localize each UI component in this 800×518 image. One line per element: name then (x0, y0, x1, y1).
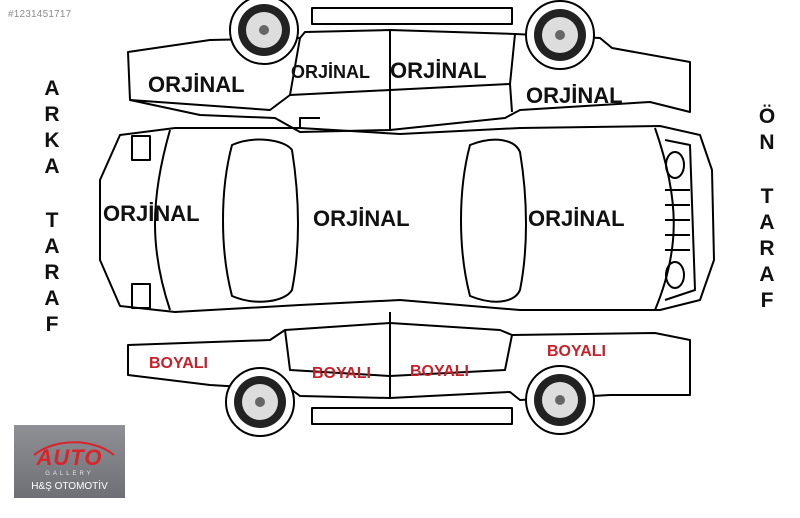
front-side-letter: A (759, 263, 775, 286)
front-side-letter (755, 158, 779, 186)
front-grille (664, 139, 696, 301)
wheel-bottom-left (225, 367, 295, 437)
label-hood: ORJİNAL (528, 206, 625, 231)
rear-side-letter: A (44, 235, 60, 258)
front-side-letter: N (759, 131, 775, 154)
top-view-body-outline (99, 125, 715, 313)
label-right-rear-door: BOYALI (312, 365, 371, 382)
left-side-lower-line (129, 94, 291, 111)
rear-side-letter: A (44, 287, 60, 310)
label-right-front-door: BOYALI (410, 363, 469, 380)
left-rocker-bar (311, 7, 513, 25)
rear-side-letter (40, 182, 64, 210)
label-left-front-fender: ORJİNAL (526, 83, 623, 108)
watermark-id: #1231451717 (8, 9, 72, 20)
logo-word: AUTO (36, 445, 103, 470)
rear-light-top (131, 135, 151, 161)
rear-side-letter: R (44, 261, 60, 284)
front-side-letter: A (759, 211, 775, 234)
rear-side-letter: F (45, 313, 59, 336)
logo-sub: GALLERY (45, 471, 94, 477)
front-side-letter: Ö (758, 105, 776, 128)
rear-side-letter: T (45, 209, 59, 232)
front-side-letter: F (760, 289, 774, 312)
wheel-top-left (229, 0, 299, 65)
front-side-letter: R (759, 237, 775, 260)
rear-side-letter: R (44, 103, 60, 126)
label-roof: ORJİNAL (313, 206, 410, 231)
headlight-top (665, 151, 685, 179)
car-silhouette-icon (33, 441, 115, 456)
grille-bars (665, 189, 690, 251)
front-side-letter: T (760, 185, 774, 208)
rear-side-letter: K (44, 129, 60, 152)
label-left-front-door: ORJİNAL (390, 58, 487, 83)
rear-side-letter: A (44, 77, 60, 100)
wheel-bottom-right (525, 365, 595, 435)
label-right-rear-fender: BOYALI (149, 355, 208, 372)
label-left-rear-door: ORJİNAL (291, 62, 370, 82)
rear-window (222, 138, 299, 303)
left-side-sill (509, 83, 513, 113)
left-mirror (299, 117, 320, 128)
hood-line (654, 127, 675, 311)
label-left-rear-fender: ORJİNAL (148, 72, 245, 97)
label-right-front-fender: BOYALI (547, 343, 606, 360)
dealer-logo: AUTO GALLERY H&Ş OTOMOTİV (14, 425, 125, 498)
windshield (460, 138, 527, 303)
right-rocker-bar (311, 407, 513, 425)
rear-light-bottom (131, 283, 151, 309)
logo-name: H&Ş OTOMOTİV (31, 481, 108, 492)
wheel-top-right (525, 0, 595, 70)
left-side-body-outline (127, 29, 691, 133)
label-trunk: ORJİNAL (103, 201, 200, 226)
trunk-line (154, 129, 171, 311)
rear-side-letter: A (44, 155, 60, 178)
headlight-bottom (665, 261, 685, 289)
right-side-body-outline (127, 322, 691, 401)
